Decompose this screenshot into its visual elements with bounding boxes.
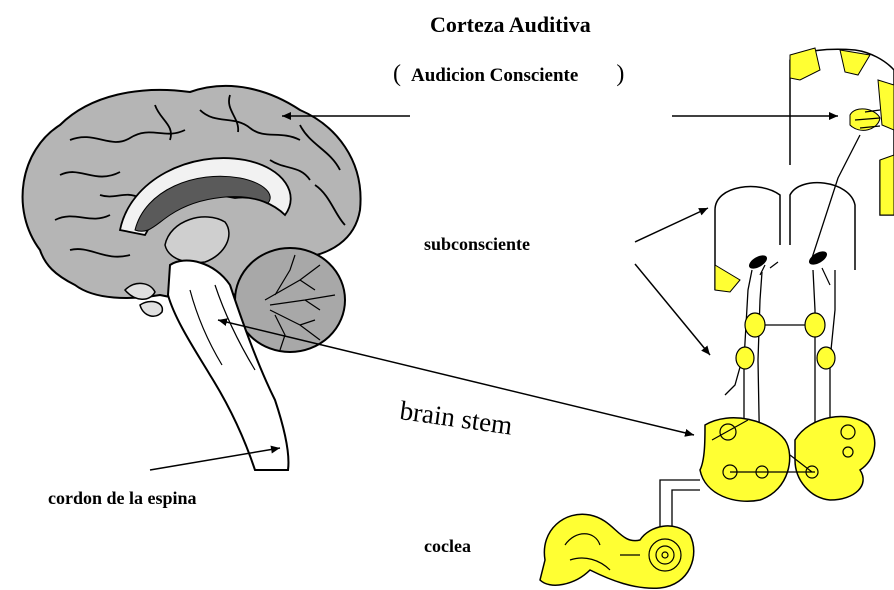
arrow-subconsciente-up <box>635 208 708 242</box>
relay-nuclei <box>736 313 835 369</box>
subtitle-text: Audicion Consciente <box>411 65 578 86</box>
cochlea <box>540 514 694 588</box>
label-subconsciente: subconsciente <box>424 234 530 255</box>
subtitle-audicion-consciente: ( Audicion Consciente) <box>393 61 624 88</box>
title-corteza-auditiva: Corteza Auditiva <box>430 12 591 38</box>
brain-illustration <box>23 86 361 470</box>
label-cordon-espina: cordon de la espina <box>48 488 197 509</box>
subtitle-close-paren: ) <box>616 61 624 87</box>
cochlear-nucleus-left <box>700 418 790 501</box>
arrow-subconsciente-down <box>635 264 710 355</box>
auditory-pathway-schematic <box>540 48 894 588</box>
subtitle-open-paren: ( <box>393 61 401 87</box>
cerebellum <box>235 248 345 352</box>
label-coclea: coclea <box>424 536 471 557</box>
cochlear-nucleus-right <box>795 417 875 500</box>
thalamic-lobes <box>715 183 855 290</box>
